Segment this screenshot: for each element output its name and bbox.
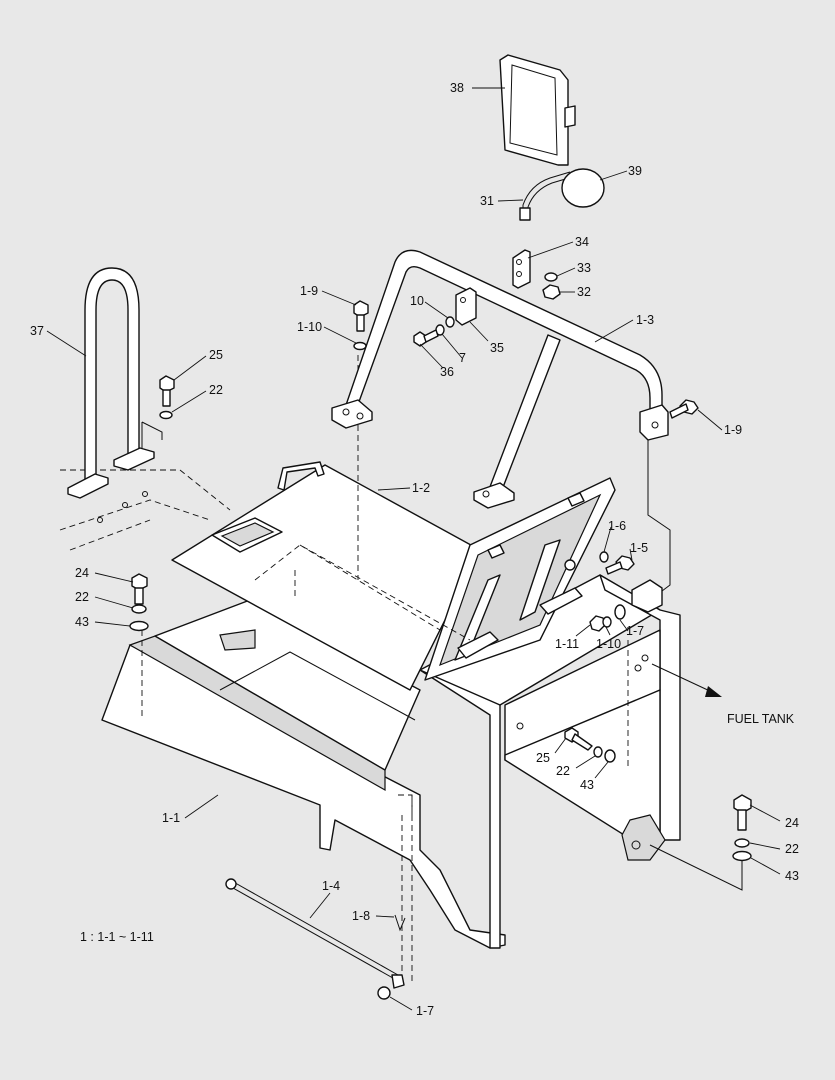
label-33: 33 [577,261,591,275]
label-1-8: 1-8 [352,909,370,923]
label-24-front: 24 [75,566,89,580]
inner-bolt-set [564,727,616,763]
label-36: 36 [440,365,454,379]
label-1-9-top: 1-9 [300,284,318,298]
label-1-7-right: 1-7 [626,624,644,638]
floor-outline [59,469,231,551]
left-bolt-set [159,375,175,420]
label-1-3: 1-3 [636,313,654,327]
label-38: 38 [450,81,464,95]
label-22-inner: 22 [556,764,570,778]
label-1-10-right: 1-10 [596,637,621,651]
label-43-rear: 43 [785,869,799,883]
label-1-9-right: 1-9 [724,423,742,437]
label-24-rear: 24 [785,816,799,830]
label-1-10-top: 1-10 [297,320,322,334]
label-43-front: 43 [75,615,89,629]
label-25-left: 25 [209,348,223,362]
top-bolts [353,300,699,419]
label-1-5: 1-5 [630,541,648,555]
mirror-bracket-parts [413,287,477,347]
part-labels: 38 39 31 34 33 32 1-9 10 35 1-10 7 36 1-… [30,81,799,1018]
label-35: 35 [490,341,504,355]
mirror-mount [512,249,561,300]
label-1-11: 1-11 [555,637,579,651]
label-1-7-bottom: 1-7 [416,1004,434,1018]
assembly-note: 1 : 1-1 ~ 1-11 [80,930,154,944]
rear-bolt-set [732,794,752,862]
label-31: 31 [480,194,494,208]
label-39: 39 [628,164,642,178]
mirror-assembly [499,54,605,221]
assembly-lines [141,355,743,985]
grab-handle [67,267,163,499]
front-bolt-set [129,573,149,632]
label-1-4: 1-4 [322,879,340,893]
label-37: 37 [30,324,44,338]
label-7: 7 [459,351,466,365]
label-25-inner: 25 [536,751,550,765]
label-10: 10 [410,294,424,308]
label-22-rear: 22 [785,842,799,856]
rod-parts [225,815,406,1000]
label-43-inner: 43 [580,778,594,792]
label-1-1: 1-1 [162,811,180,825]
label-22-front: 22 [75,590,89,604]
label-1-2: 1-2 [412,481,430,495]
label-34: 34 [575,235,589,249]
label-1-6: 1-6 [608,519,626,533]
right-hardware [564,551,635,632]
rops-bar [331,249,669,613]
leader-lines [46,87,781,1011]
seat-panel [424,477,616,681]
fuel-tank-arrow [651,663,722,697]
label-fuel-tank: FUEL TANK [727,712,795,726]
label-22-left: 22 [209,383,223,397]
label-32: 32 [577,285,591,299]
